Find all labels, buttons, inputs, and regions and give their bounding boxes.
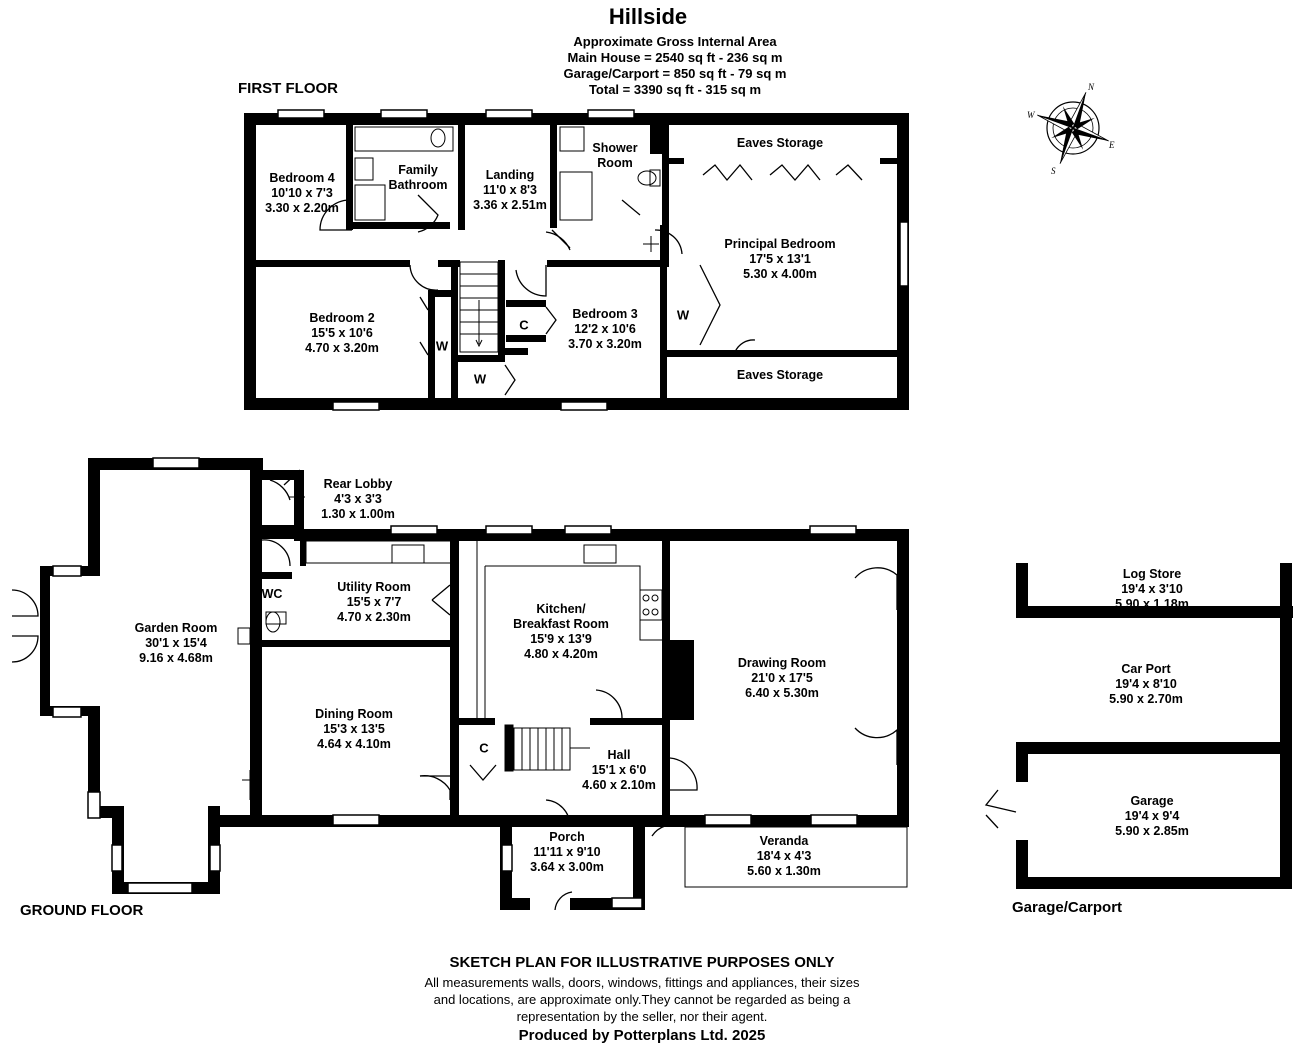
first-floor-label: FIRST FLOOR xyxy=(238,80,338,97)
windows xyxy=(52,109,909,909)
disclaimer-heading: SKETCH PLAN FOR ILLUSTRATIVE PURPOSES ON… xyxy=(449,954,835,971)
cupboard-label: C xyxy=(519,317,529,333)
ground-floor-label: GROUND FLOOR xyxy=(20,902,144,919)
fittings xyxy=(237,126,663,800)
compass-n: N xyxy=(1087,82,1095,92)
room-eaves-storage-bottom: Eaves Storage xyxy=(736,368,824,382)
cupboard-label: C xyxy=(479,740,489,756)
area-line: Total = 3390 sq ft - 315 sq m xyxy=(588,82,762,97)
wardrobe-label: W xyxy=(435,338,449,354)
compass-s: S xyxy=(1051,166,1056,176)
plan-title: Hillside xyxy=(608,4,688,29)
area-line: Main House = 2540 sq ft - 236 sq m xyxy=(567,50,783,65)
wardrobe-label: W xyxy=(473,371,487,387)
area-line: Approximate Gross Internal Area xyxy=(573,34,777,49)
room-eaves-storage-top: Eaves Storage xyxy=(736,136,824,150)
garage-label: Garage/Carport xyxy=(1012,899,1123,916)
room-wc: WC xyxy=(261,587,283,601)
wardrobe-label: W xyxy=(676,307,690,323)
doors xyxy=(11,163,1017,911)
disclaimer-text: All measurements walls, doors, windows, … xyxy=(424,975,860,1024)
walls xyxy=(40,113,1293,910)
compass-e: E xyxy=(1108,140,1115,150)
compass-rose-icon: N E S W xyxy=(1027,82,1115,176)
area-line: Garage/Carport = 850 sq ft - 79 sq m xyxy=(563,66,787,81)
compass-w: W xyxy=(1027,110,1036,120)
producer-credit: Produced by Potterplans Ltd. 2025 xyxy=(518,1027,766,1044)
